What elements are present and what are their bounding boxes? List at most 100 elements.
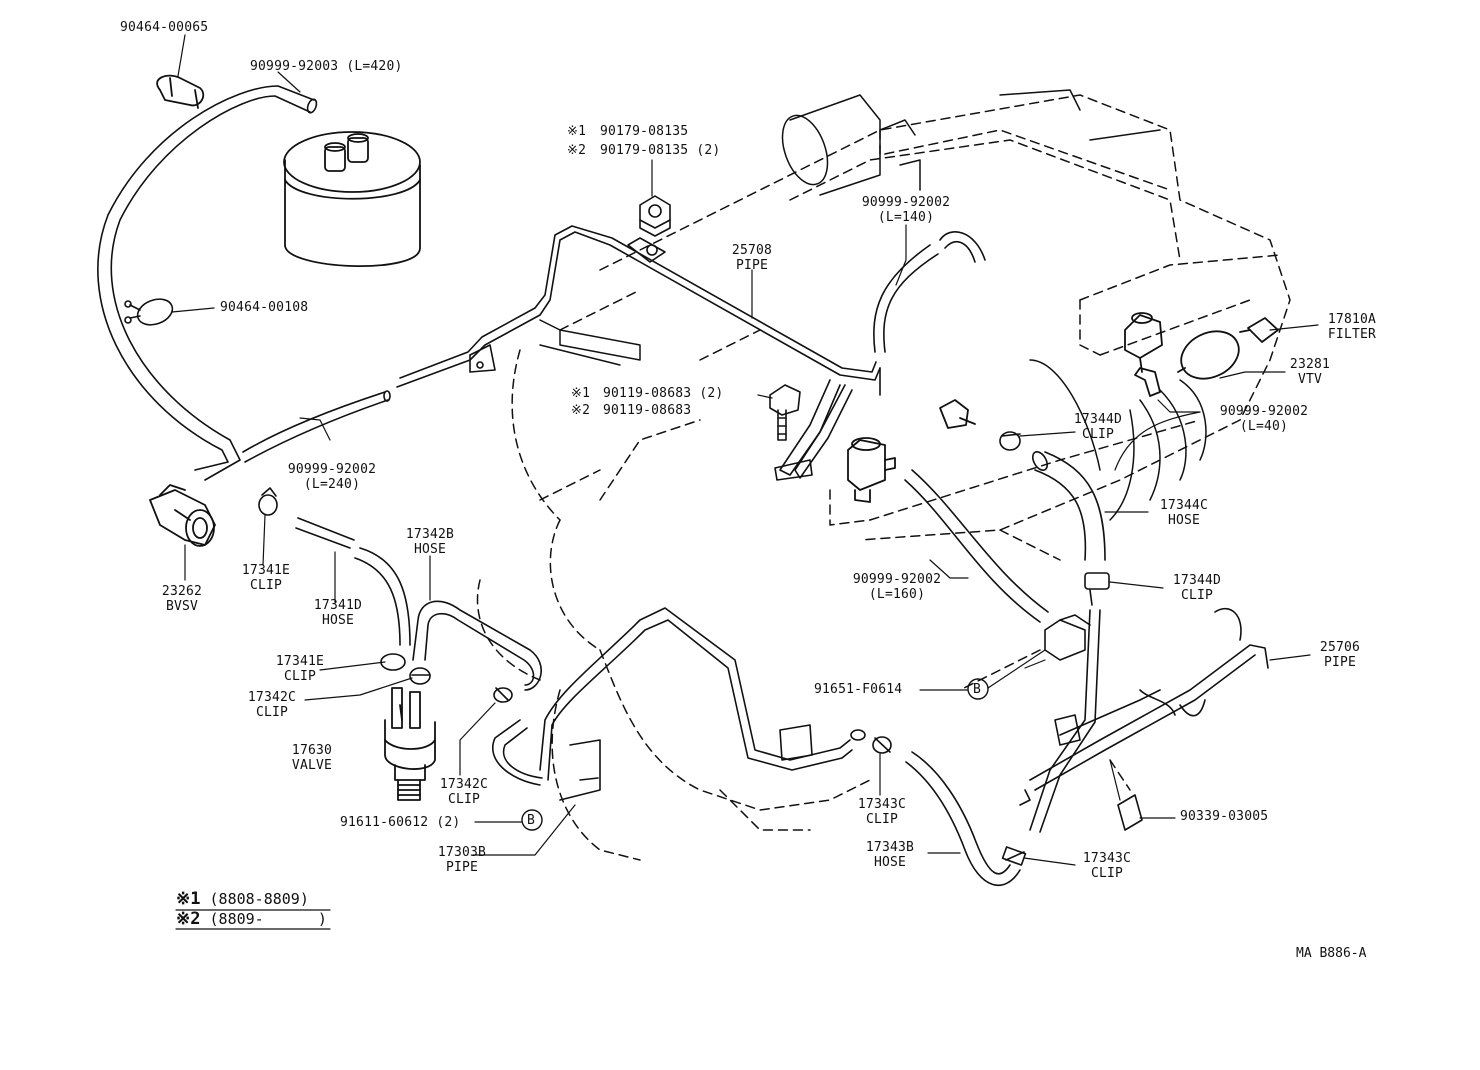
- label-17343c-mid-name: CLIP: [865, 812, 899, 827]
- label-17343b-num: 17343B: [865, 840, 915, 855]
- label-90464-00108: 90464-00108: [220, 300, 309, 315]
- label-17341e-top: 17341E CLIP: [236, 563, 296, 593]
- label-25708-num: 25708: [731, 243, 773, 258]
- legend-item-2-mark: ※2: [176, 909, 201, 929]
- bracket-and-bolt-90119: [769, 379, 853, 481]
- clip-17344d-top: [999, 431, 1021, 451]
- bvsv-23262: [149, 484, 216, 547]
- label-25708-name: PIPE: [735, 258, 769, 273]
- legend-item-2-text: (8809- ): [209, 910, 327, 928]
- engine-detail: [539, 89, 1207, 521]
- label-17303b: 17303B PIPE: [430, 845, 494, 875]
- label-17343c-bot-name: CLIP: [1090, 866, 1124, 881]
- clip-17343c-bot: [1001, 846, 1027, 866]
- label-90464-00065: 90464-00065: [120, 20, 209, 35]
- clip-17341e-top: [258, 487, 278, 516]
- diagram-code: MA B886-A: [1296, 946, 1367, 961]
- label-17344d-bot: 17344D CLIP: [1165, 573, 1229, 603]
- hose-90999-92003: [97, 85, 318, 481]
- label-17344d-top: 17344D CLIP: [1070, 412, 1126, 442]
- label-90179-08135-a: 90179-08135: [600, 124, 689, 139]
- label-17344c-num: 17344C: [1159, 498, 1209, 513]
- circle-b-label-right: B: [973, 682, 982, 697]
- valve-17630: [384, 687, 436, 801]
- label-17344d-bot-num: 17344D: [1172, 573, 1222, 588]
- label-17630-num: 17630: [291, 743, 333, 758]
- hose-l160: [904, 469, 1049, 623]
- clamp-90464-00065: [156, 74, 205, 109]
- label-90119-08683-b: 90119-08683: [603, 403, 692, 418]
- clip-17342c-mid: [493, 687, 513, 703]
- label-90999-92003: 90999-92003 (L=420): [250, 59, 403, 74]
- label-17341e-top-name: CLIP: [249, 578, 283, 593]
- label-17341e-bot-num: 17341E: [275, 654, 325, 669]
- plug-90339: [1117, 794, 1143, 831]
- label-17341d: 17341D HOSE: [306, 598, 370, 628]
- label-25706: 25706 PIPE: [1310, 640, 1370, 670]
- label-17342c-mid-name: CLIP: [447, 792, 481, 807]
- hose-17344c: [1031, 451, 1106, 561]
- label-17303b-name: PIPE: [445, 860, 479, 875]
- label-17343b: 17343B HOSE: [858, 840, 922, 870]
- label-17343b-name: HOSE: [873, 855, 907, 870]
- star2-mark-bolt: ※2: [571, 403, 591, 418]
- label-23262-name: BVSV: [165, 599, 199, 614]
- label-25708: 25708 PIPE: [724, 243, 780, 273]
- label-90179-08135-b: 90179-08135 (2): [600, 143, 721, 158]
- label-17342c-left-num: 17342C: [247, 690, 297, 705]
- label-hose-l140: 90999-92002 (L=140): [842, 195, 970, 225]
- label-hose-l140-len: (L=140): [877, 210, 935, 225]
- label-17303b-num: 17303B: [437, 845, 487, 860]
- label-17344d-top-num: 17344D: [1073, 412, 1123, 427]
- label-25706-num: 25706: [1319, 640, 1361, 655]
- label-23262-num: 23262: [161, 584, 203, 599]
- nut-90179: [639, 195, 671, 237]
- star1-mark-bolt: ※1: [571, 386, 591, 401]
- leader-lines: [171, 34, 1319, 866]
- label-hose-l40: 90999-92002 (L=40): [1200, 404, 1328, 434]
- label-17344c: 17344C HOSE: [1152, 498, 1216, 528]
- circle-b-markers: [521, 678, 989, 831]
- label-91611-60612: 91611-60612 (2): [340, 815, 461, 830]
- label-17341d-num: 17341D: [313, 598, 363, 613]
- vtv-23281-and-filter-17810a: [1124, 312, 1279, 397]
- label-17343c-bot: 17343C CLIP: [1075, 851, 1139, 881]
- star2-mark-nut: ※2: [567, 143, 587, 158]
- legend-rule: [175, 909, 331, 930]
- label-17343c-mid: 17343C CLIP: [850, 797, 914, 827]
- label-23281-num: 23281: [1289, 357, 1331, 372]
- label-17630-name: VALVE: [291, 758, 333, 773]
- charcoal-canister: [283, 131, 421, 267]
- label-17342c-left-name: CLIP: [255, 705, 289, 720]
- clip-17344d-bot: [1084, 572, 1110, 606]
- label-17630: 17630 VALVE: [280, 743, 344, 773]
- label-17342b: 17342B HOSE: [398, 527, 462, 557]
- label-17343c-bot-num: 17343C: [1082, 851, 1132, 866]
- label-17344c-name: HOSE: [1167, 513, 1201, 528]
- hose-17341d: [295, 517, 411, 646]
- label-hose-l240-num: 90999-92002: [287, 462, 377, 477]
- label-17344d-bot-name: CLIP: [1180, 588, 1214, 603]
- label-17810a-name: FILTER: [1327, 327, 1377, 342]
- circle-b-label-left: B: [527, 813, 536, 828]
- label-17341e-bot: 17341E CLIP: [270, 654, 330, 684]
- hose-l240: [242, 390, 391, 463]
- label-91651-f0614: 91651-F0614: [814, 682, 903, 697]
- label-hose-l160-num: 90999-92002: [852, 572, 942, 587]
- legend-item-1-mark: ※1: [176, 889, 201, 909]
- label-90339-03005: 90339-03005: [1180, 809, 1269, 824]
- legend-item-1: ※1 (8808-8809): [176, 889, 309, 909]
- clip-17343c-mid: [872, 736, 892, 754]
- label-hose-l40-num: 90999-92002: [1219, 404, 1309, 419]
- pipe-25706: [1019, 607, 1269, 833]
- pipe-17303b: [492, 607, 866, 801]
- legend-item-2: ※2 (8809- ): [176, 909, 327, 929]
- hose-17343b: [905, 751, 1021, 887]
- label-17341e-top-num: 17341E: [241, 563, 291, 578]
- label-hose-l140-num: 90999-92002: [861, 195, 951, 210]
- hose-l140: [873, 231, 986, 353]
- label-17342b-num: 17342B: [405, 527, 455, 542]
- label-17342c-left: 17342C CLIP: [240, 690, 304, 720]
